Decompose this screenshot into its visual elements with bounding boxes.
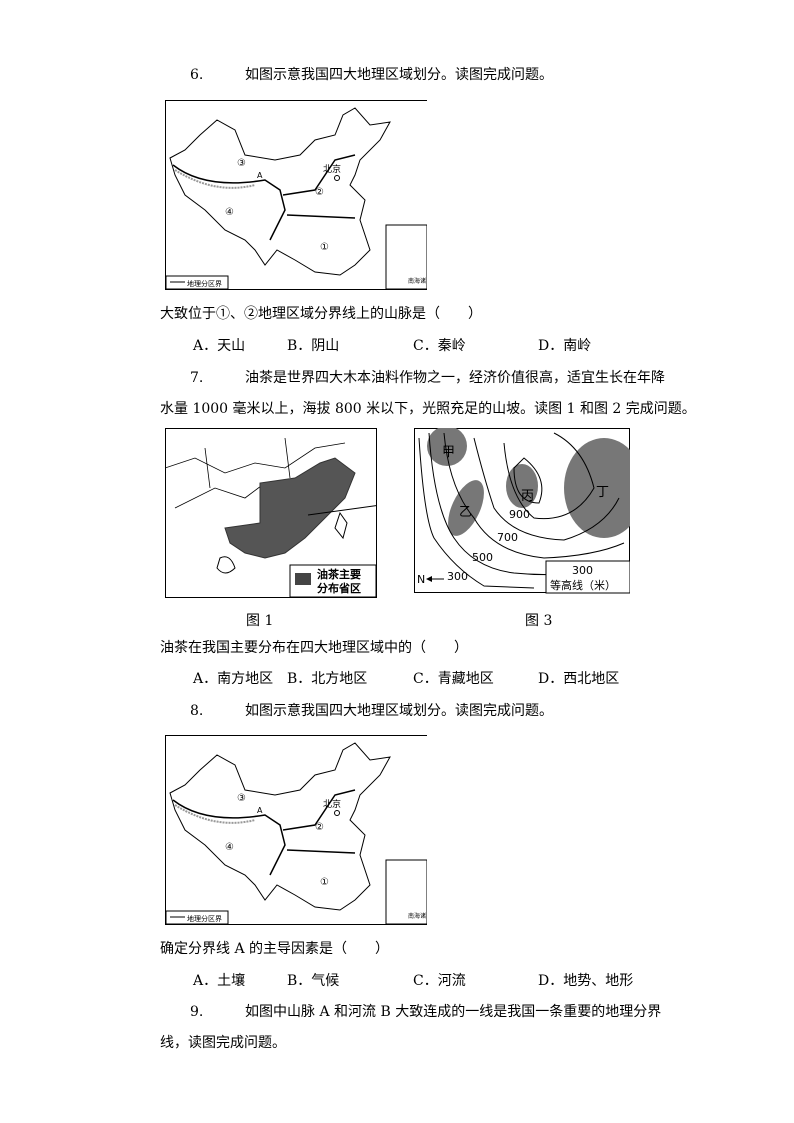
q8-option-c[interactable]: C．河流 — [413, 973, 466, 989]
q9-stem-line2: 线，读图完成问题。 — [160, 1035, 286, 1051]
q7-number: 7. — [190, 370, 204, 386]
q7-option-a[interactable]: A．南方地区 — [193, 671, 274, 687]
fig1-caption: 图 1 — [246, 613, 274, 629]
legend-300: 300 — [572, 564, 593, 577]
q6-option-c[interactable]: C．秦岭 — [413, 338, 466, 354]
q6-option-b[interactable]: B．阴山 — [287, 338, 340, 354]
fig3-label-jia: 甲 — [442, 445, 455, 460]
q7-option-b[interactable]: B．北方地区 — [287, 671, 368, 687]
q8-number: 8. — [190, 703, 204, 719]
fig1-legend-line1: 油茶主要 — [317, 567, 361, 581]
fig3-caption: 图 3 — [525, 613, 553, 629]
map-label-beijing: 北京 — [323, 163, 341, 175]
map-label-a: A — [257, 806, 263, 815]
map-label-4: ④ — [225, 842, 234, 853]
map-legend: 地理分区界 — [187, 279, 222, 288]
q6-number: 6. — [190, 67, 204, 83]
fig3-label-ding: 丁 — [596, 485, 609, 500]
map-label-2: ② — [315, 822, 324, 833]
map-label-1: ① — [320, 877, 329, 888]
legend-contour-text: 等高线（米） — [550, 578, 616, 592]
map-label-3: ③ — [237, 793, 246, 804]
map-label-2: ② — [315, 187, 324, 198]
q7-stem-line2: 水量 1000 毫米以上，海拔 800 米以下，光照充足的山坡。读图 1 和图 … — [160, 401, 696, 417]
map-label-1: ① — [320, 242, 329, 253]
inset-label: 南海诸岛 — [408, 277, 427, 285]
q8-china-regions-map: ③ 北京 ② ④ ① A 南海诸岛 地理分区界 — [165, 735, 432, 929]
q8-option-a[interactable]: A．土壤 — [193, 973, 246, 989]
fig1-legend-line2: 分布省区 — [317, 581, 361, 595]
q6-option-d[interactable]: D．南岭 — [538, 338, 592, 354]
q6-stem: 如图示意我国四大地理区域划分。读图完成问题。 — [245, 67, 553, 83]
map-label-a: A — [257, 171, 263, 180]
q8-option-b[interactable]: B．气候 — [287, 973, 340, 989]
q7-stem-line1: 油茶是世界四大木本油料作物之一，经济价值很高，适宜生长在年降 — [245, 370, 665, 386]
q7-option-c[interactable]: C．青藏地区 — [413, 671, 494, 687]
q8-question: 确定分界线 A 的主导因素是（ ） — [160, 941, 390, 957]
north-label: N — [417, 573, 425, 586]
contour-900: 900 — [509, 508, 530, 521]
q9-number: 9. — [190, 1004, 204, 1020]
fig1-oil-tea-map: 油茶主要 分布省区 — [164, 428, 414, 602]
q7-option-d[interactable]: D．西北地区 — [538, 671, 620, 687]
inset-label: 南海诸岛 — [408, 912, 427, 920]
q6-china-regions-map: ③ 北京 ② ④ ① A 南海诸岛 地理分区界 — [165, 100, 432, 294]
contour-500: 500 — [472, 551, 493, 564]
q8-option-d[interactable]: D．地势、地形 — [538, 973, 634, 989]
map-legend: 地理分区界 — [187, 914, 222, 923]
map-label-beijing: 北京 — [323, 798, 341, 810]
contour-700: 700 — [497, 531, 518, 544]
q9-stem-line1: 如图中山脉 A 和河流 B 大致连成的一线是我国一条重要的地理分界 — [245, 1004, 662, 1020]
fig3-label-bing: 丙 — [521, 489, 534, 504]
q6-option-a[interactable]: A．天山 — [193, 338, 246, 354]
fig3-label-yi: 乙 — [459, 505, 472, 520]
q8-stem: 如图示意我国四大地理区域划分。读图完成问题。 — [245, 703, 553, 719]
contour-300: 300 — [447, 570, 468, 583]
q7-question: 油茶在我国主要分布在四大地理区域中的（ ） — [160, 640, 468, 656]
map-label-4: ④ — [225, 207, 234, 218]
fig3-contour-map: 甲 乙 丙 丁 900 700 500 300 N 300 等高线（米） — [414, 426, 644, 598]
map-label-3: ③ — [237, 158, 246, 169]
q6-question: 大致位于①、②地理区域分界线上的山脉是（ ） — [160, 306, 482, 322]
